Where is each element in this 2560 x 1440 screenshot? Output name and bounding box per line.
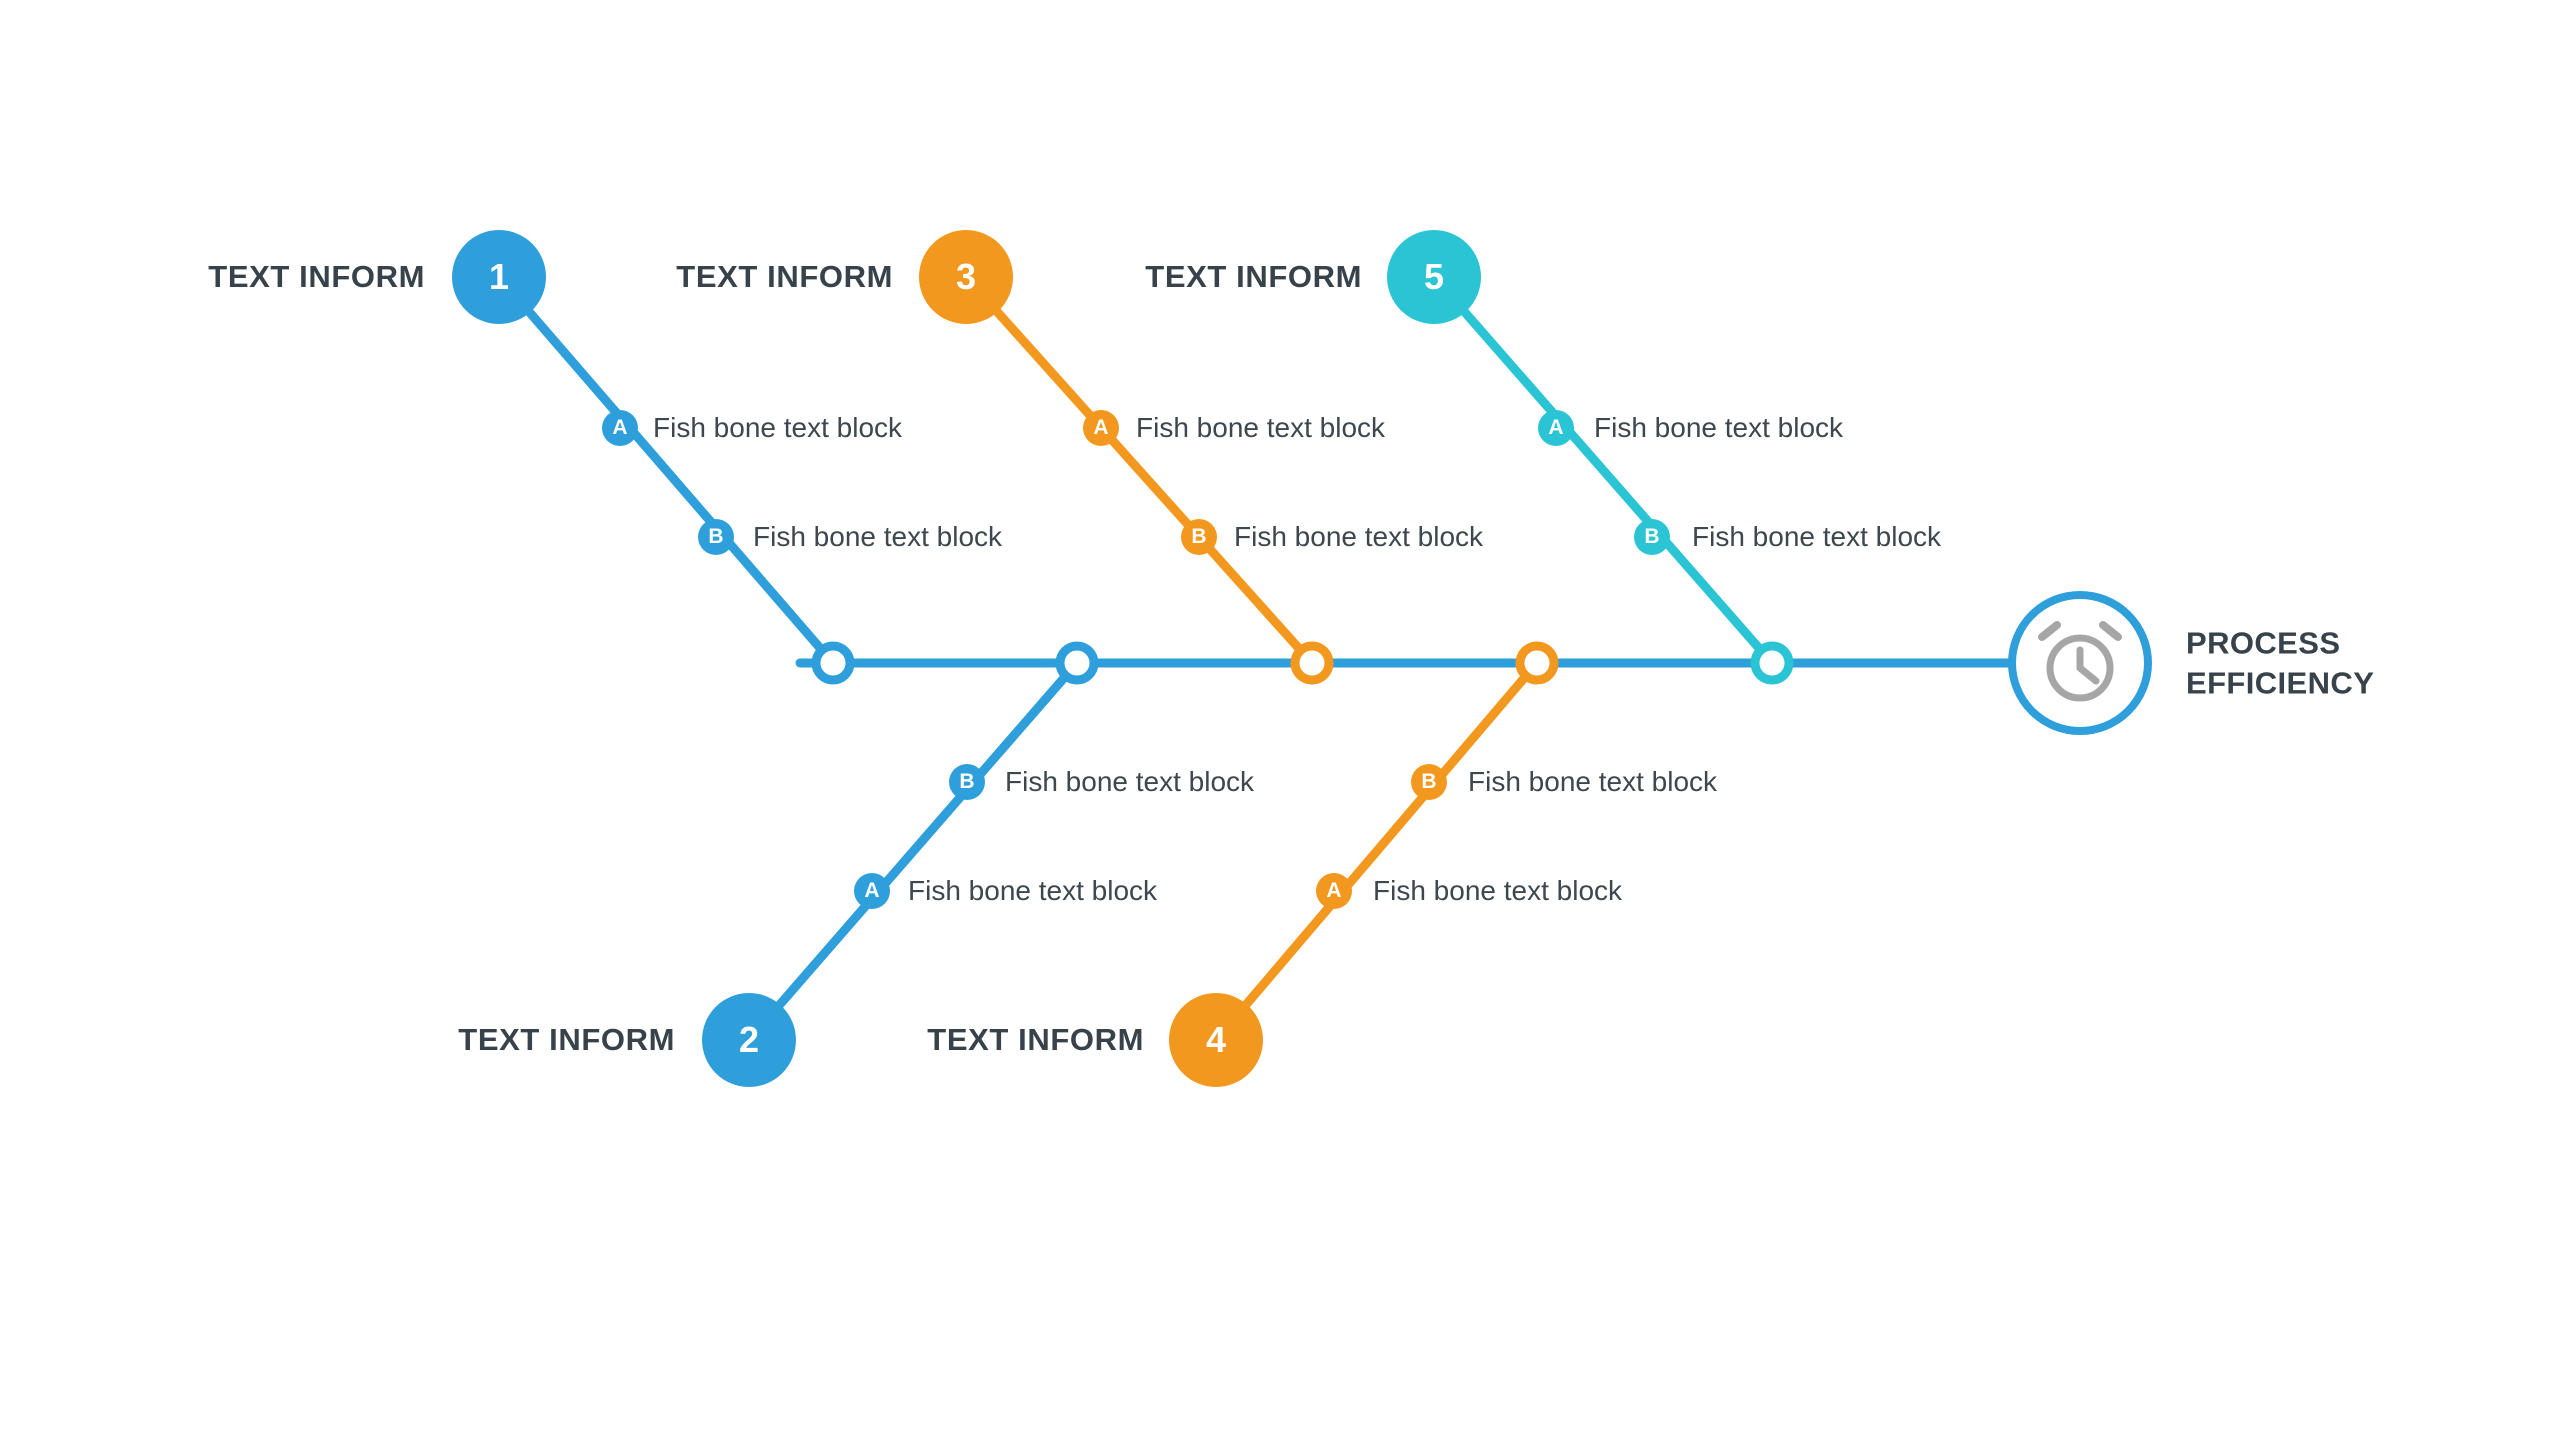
branch-5-line [1429, 272, 1777, 668]
branch-node-circles-group [452, 230, 1481, 1087]
alarm-clock-face [2046, 634, 2114, 702]
branch-1-title: TEXT INFORM [208, 259, 425, 294]
branch-lines-group [494, 272, 1777, 1045]
branch-5-marker-b[interactable] [1634, 519, 1670, 555]
branch-4-title: TEXT INFORM [927, 1022, 1144, 1057]
branch-5-sub-label-a: Fish bone text block [1594, 412, 1844, 443]
head-node-group [2008, 591, 2152, 735]
alarm-clock-bell-left [2038, 621, 2061, 641]
branch-3-joint-ring[interactable] [1290, 641, 1334, 685]
branch-1-sub-label-b: Fish bone text block [753, 521, 1003, 552]
sub-marker-circles-group [602, 410, 1670, 909]
branch-1-joint-ring[interactable] [811, 641, 855, 685]
branch-3-sub-label-a: Fish bone text block [1136, 412, 1386, 443]
branch-4-line [1211, 658, 1542, 1045]
alarm-clock-icon [2038, 621, 2122, 702]
branch-5-joint-ring[interactable] [1750, 641, 1794, 685]
branch-4-marker-a[interactable] [1316, 873, 1352, 909]
branch-4-node-circle[interactable] [1169, 993, 1263, 1087]
branch-3-line [961, 272, 1317, 668]
branch-1-marker-a[interactable] [602, 410, 638, 446]
branch-1-line [494, 272, 838, 668]
alarm-clock-bell-right [2099, 621, 2122, 641]
branch-1-marker-b[interactable] [698, 519, 734, 555]
branch-2-marker-b[interactable] [949, 764, 985, 800]
branch-2-marker-a[interactable] [854, 873, 890, 909]
branch-5-marker-a[interactable] [1538, 410, 1574, 446]
branch-3-marker-b[interactable] [1181, 519, 1217, 555]
branch-1-sub-label-a: Fish bone text block [653, 412, 903, 443]
branch-4-joint-ring[interactable] [1515, 641, 1559, 685]
branch-3-node-circle[interactable] [919, 230, 1013, 324]
head-title: PROCESS EFFICIENCY [2186, 625, 2375, 700]
branch-2-title: TEXT INFORM [458, 1022, 675, 1057]
branch-4-sub-label-b: Fish bone text block [1468, 766, 1718, 797]
spine-joint-rings-group [811, 641, 1794, 685]
branch-2-sub-label-a: Fish bone text block [908, 875, 1158, 906]
branch-3-title: TEXT INFORM [676, 259, 893, 294]
branch-2-node-circle[interactable] [702, 993, 796, 1087]
branch-4-marker-b[interactable] [1411, 764, 1447, 800]
branch-2-line [744, 658, 1082, 1045]
branch-2-joint-ring[interactable] [1055, 641, 1099, 685]
branch-2-sub-label-b: Fish bone text block [1005, 766, 1255, 797]
branch-3-marker-a[interactable] [1083, 410, 1119, 446]
branch-3-sub-label-b: Fish bone text block [1234, 521, 1484, 552]
branch-5-sub-label-b: Fish bone text block [1692, 521, 1942, 552]
branch-4-sub-label-a: Fish bone text block [1373, 875, 1623, 906]
branch-5-node-circle[interactable] [1387, 230, 1481, 324]
branch-1-node-circle[interactable] [452, 230, 546, 324]
alarm-clock-hand-minute [2076, 664, 2100, 685]
branch-5-title: TEXT INFORM [1145, 259, 1362, 294]
